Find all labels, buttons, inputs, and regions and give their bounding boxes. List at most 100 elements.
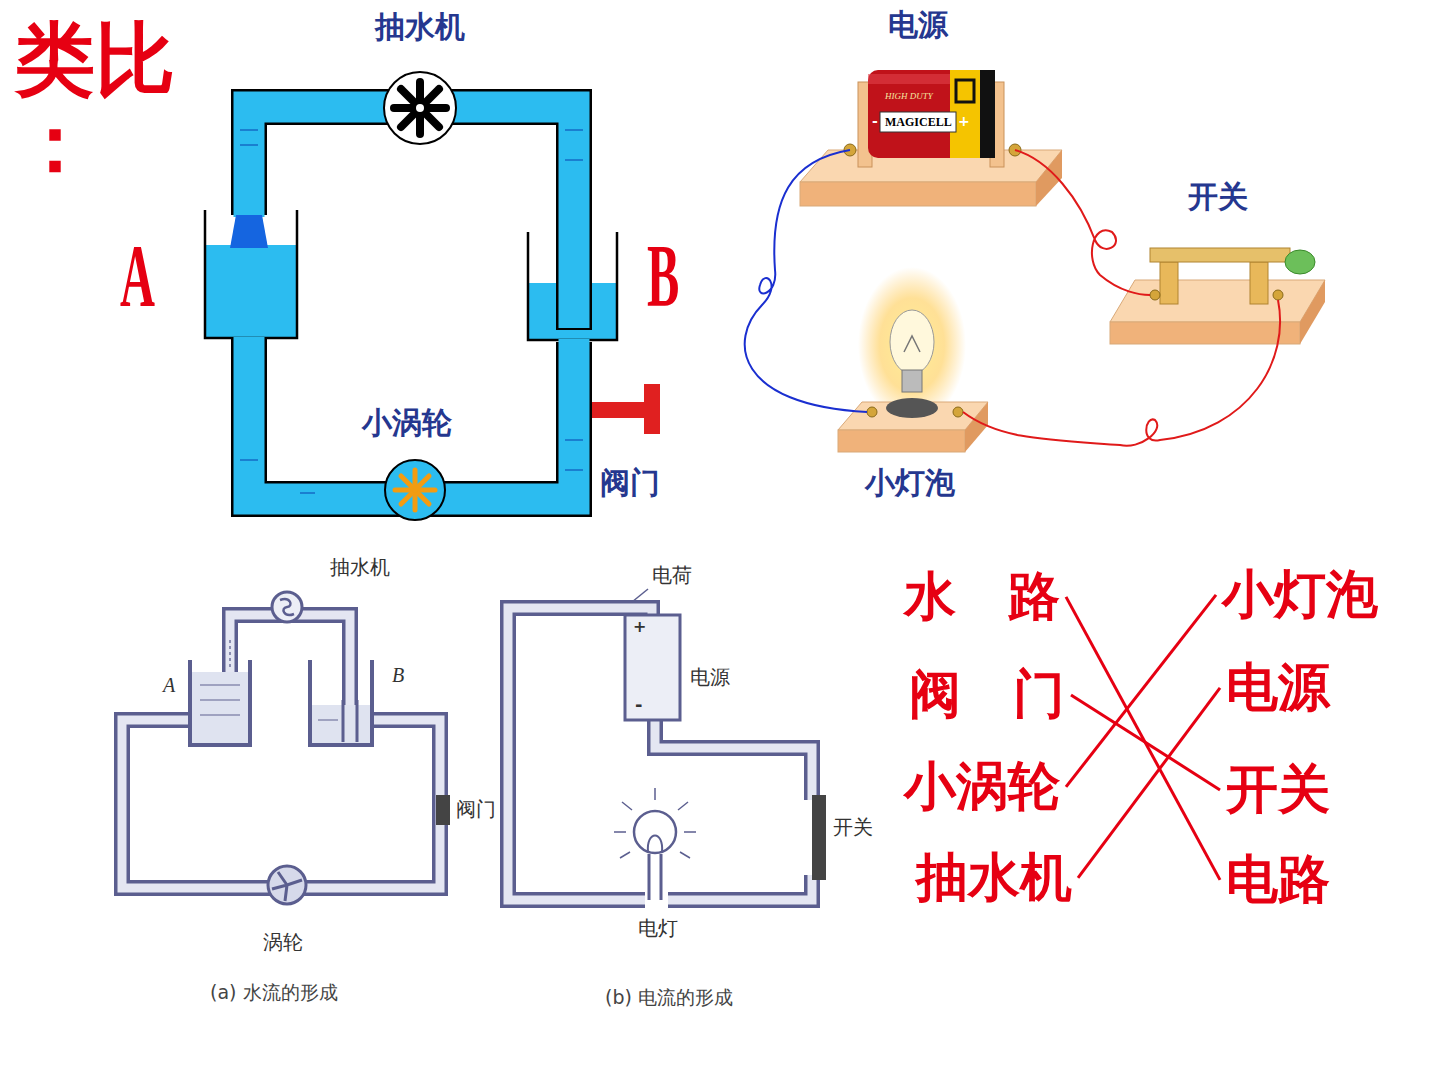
valve-symbol bbox=[592, 384, 660, 434]
part-label: 小涡轮 bbox=[362, 408, 452, 438]
bulb-symbol bbox=[634, 811, 676, 853]
match-term: 阀 门 bbox=[905, 663, 1069, 727]
bulb-symbol bbox=[904, 336, 920, 352]
switch-symbol bbox=[1110, 322, 1300, 344]
part-label: 电源 bbox=[888, 10, 948, 40]
pump-symbol bbox=[280, 599, 294, 615]
bulb-symbol bbox=[622, 802, 632, 810]
water-mark bbox=[200, 699, 240, 701]
water-container-b bbox=[310, 660, 372, 745]
bulb-symbol bbox=[614, 788, 696, 858]
switch-symbol bbox=[812, 795, 826, 880]
part-label: 电荷 bbox=[652, 565, 692, 585]
water-mark bbox=[240, 144, 258, 146]
bulb-symbol bbox=[684, 831, 696, 833]
switch-symbol bbox=[1110, 248, 1325, 344]
switch-symbol bbox=[1150, 248, 1290, 262]
bulb-symbol bbox=[965, 402, 988, 452]
pump-symbol bbox=[416, 104, 424, 112]
battery-symbol bbox=[956, 80, 974, 102]
match-term: 小灯泡 bbox=[1218, 563, 1382, 627]
pump-symbol bbox=[272, 592, 302, 622]
container-label: A bbox=[120, 232, 155, 320]
figure-caption: (a) 水流的形成 bbox=[210, 983, 338, 1002]
water-container-a bbox=[190, 672, 250, 745]
water-mark bbox=[240, 129, 258, 131]
match-line bbox=[1071, 695, 1220, 790]
container-label: B bbox=[647, 232, 679, 320]
part-label: 电灯 bbox=[638, 918, 678, 938]
water-mark bbox=[200, 685, 338, 720]
bulb-symbol bbox=[902, 370, 922, 392]
match-line bbox=[1078, 688, 1220, 878]
part-label: 小灯泡 bbox=[865, 468, 955, 498]
battery-symbol bbox=[625, 615, 680, 720]
part-label: 电源 bbox=[690, 667, 730, 687]
valve-symbol bbox=[644, 384, 660, 434]
water-pipe bbox=[122, 720, 440, 888]
turbine-symbol bbox=[385, 460, 445, 520]
polarity-sign: - bbox=[635, 696, 642, 714]
electric-flow-figure bbox=[508, 589, 826, 900]
water-flow-figure bbox=[122, 592, 450, 904]
part-label: 抽水机 bbox=[375, 12, 465, 42]
water-mark bbox=[565, 469, 583, 471]
match-term: 抽水机 bbox=[912, 846, 1076, 910]
water-mark bbox=[200, 684, 240, 686]
turbine-symbol bbox=[395, 470, 435, 510]
part-label: 开关 bbox=[833, 817, 873, 837]
turbine-symbol bbox=[385, 460, 445, 520]
water-container-a bbox=[190, 660, 250, 745]
match-term: 电源 bbox=[1222, 656, 1334, 720]
wire bbox=[668, 875, 812, 900]
pump-symbol bbox=[394, 82, 446, 134]
bulb-symbol bbox=[654, 788, 656, 800]
electric-circuit-picture bbox=[745, 70, 1325, 452]
wire bbox=[963, 300, 1280, 446]
match-term: 水 路 bbox=[900, 565, 1064, 629]
water-mark bbox=[300, 492, 315, 494]
bulb-symbol bbox=[678, 802, 688, 810]
water-drop bbox=[229, 640, 231, 668]
slide-title: 类比： bbox=[15, 18, 183, 186]
bulb-symbol bbox=[890, 310, 934, 374]
turbine-symbol bbox=[268, 866, 306, 904]
term-text: 阀 门 bbox=[909, 665, 1065, 725]
part-label: 涡轮 bbox=[263, 932, 303, 952]
term-text: 小涡轮 bbox=[904, 757, 1060, 817]
water-mark bbox=[200, 714, 240, 716]
bulb-symbol bbox=[614, 831, 626, 833]
switch-symbol bbox=[1300, 280, 1325, 344]
turbine-symbol bbox=[415, 476, 429, 490]
term-text: 电源 bbox=[1226, 658, 1330, 718]
wire bbox=[655, 720, 812, 800]
polarity-sign: + bbox=[633, 619, 646, 635]
bulb-symbol bbox=[838, 267, 988, 452]
valve-symbol bbox=[592, 402, 648, 418]
wire bbox=[668, 875, 812, 900]
bulb-symbol bbox=[858, 267, 966, 423]
wire bbox=[655, 720, 812, 800]
bulb-symbol bbox=[620, 852, 630, 858]
pump-symbol bbox=[384, 72, 456, 144]
bulb-symbol bbox=[614, 788, 696, 900]
turbine-symbol bbox=[268, 866, 306, 904]
bulb-symbol bbox=[886, 398, 938, 418]
container-label: B bbox=[392, 665, 404, 685]
match-term: 电路 bbox=[1222, 848, 1334, 912]
switch-symbol bbox=[1250, 262, 1268, 304]
part-label: 阀门 bbox=[456, 799, 496, 819]
match-term: 小涡轮 bbox=[900, 755, 1064, 819]
part-label: 开关 bbox=[1188, 182, 1248, 212]
figure-caption: (b) 电流的形成 bbox=[605, 988, 733, 1007]
pump-symbol bbox=[420, 89, 439, 108]
match-line bbox=[1066, 595, 1216, 787]
switch-symbol bbox=[1285, 250, 1315, 274]
water-container-a bbox=[205, 245, 297, 338]
match-term: 开关 bbox=[1222, 758, 1334, 822]
bulb-symbol bbox=[648, 836, 662, 853]
water-mark bbox=[565, 159, 583, 161]
